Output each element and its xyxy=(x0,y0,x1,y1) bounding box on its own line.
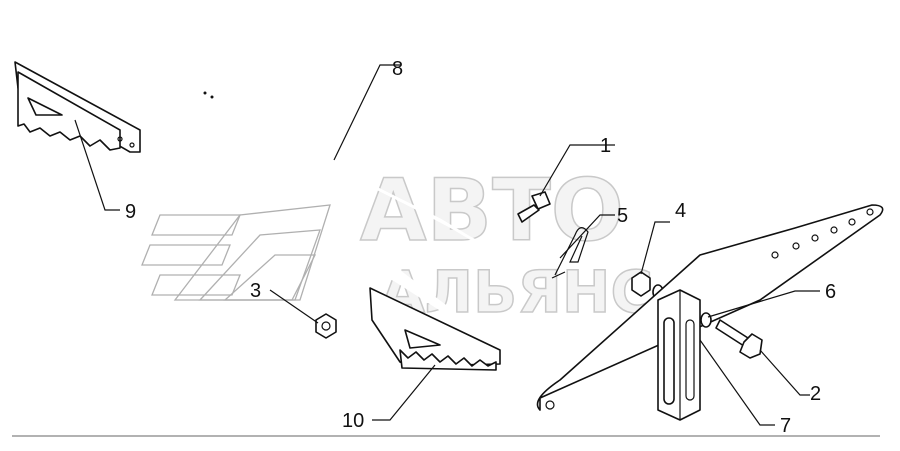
callout-labels: 1 2 3 4 5 6 7 8 9 10 xyxy=(125,58,836,437)
callout-5: 5 xyxy=(617,205,628,227)
callout-3: 3 xyxy=(250,280,261,302)
watermark-line1: АВТО xyxy=(360,161,624,261)
leader-lines xyxy=(74,64,820,426)
part-10-bracket-with-rod xyxy=(355,178,522,371)
callout-9: 9 xyxy=(125,201,136,223)
part-6-washer xyxy=(700,312,712,328)
part-2-bolt xyxy=(715,319,763,359)
part-7-slotted-bracket xyxy=(657,289,701,421)
part-5-spring-clip xyxy=(551,227,589,279)
callout-8: 8 xyxy=(392,58,403,80)
callout-7: 7 xyxy=(780,415,791,437)
part-8-rod xyxy=(78,20,347,167)
callout-2: 2 xyxy=(810,383,821,405)
hitch-arm xyxy=(536,204,884,411)
callout-10: 10 xyxy=(342,410,364,432)
callout-1: 1 xyxy=(600,135,611,157)
part-9-toothed-bracket xyxy=(14,61,141,153)
callout-6: 6 xyxy=(825,281,836,303)
callout-4: 4 xyxy=(675,200,686,222)
part-1-bolt xyxy=(517,191,551,223)
part-3-nut xyxy=(315,313,337,339)
